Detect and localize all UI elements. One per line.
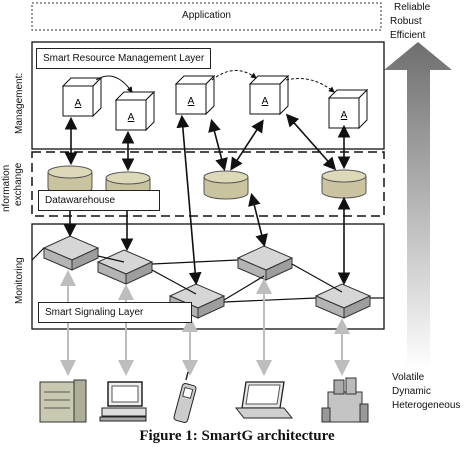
application-box (31, 2, 382, 31)
agent-cube-4 (248, 74, 290, 116)
data-cylinder (321, 169, 367, 199)
quality-heterogeneous: Heterogeneous (392, 400, 461, 411)
sensor-mesh-links (31, 247, 384, 303)
management-layer-title: Smart Resource Management Layer (36, 48, 212, 69)
agent-link (95, 75, 133, 93)
information-side-label-1: nformation (1, 164, 12, 212)
laptop-icon (234, 381, 294, 419)
agent-cube-1 (61, 76, 103, 118)
data-cylinder (203, 170, 249, 200)
agent-letter: A (188, 96, 195, 107)
sensor-node (236, 245, 294, 281)
agent-cube-3 (174, 74, 216, 116)
quality-efficient: Efficient (390, 30, 426, 41)
quality-reliable: Reliable (394, 2, 431, 13)
control-arrows (63, 113, 351, 286)
agent-cube-2 (114, 90, 156, 132)
desktop-computer-icon (99, 381, 147, 422)
quality-dynamic: Dynamic (392, 386, 431, 397)
agent-cube-5 (327, 88, 369, 130)
agent-letter: A (341, 110, 348, 121)
information-side-label-2: exchange (13, 162, 24, 206)
sensor-node (96, 249, 154, 285)
figure-caption: Figure 1: SmartG architecture (139, 428, 335, 444)
management-side-label: Management: (14, 72, 25, 134)
datawarehouse-title: Datawarehouse (38, 190, 160, 211)
agent-link (285, 78, 335, 93)
signaling-layer-title: Smart Signaling Layer (38, 302, 192, 323)
sensor-node (314, 283, 372, 319)
agent-letter: A (128, 112, 135, 123)
mobile-phone-icon (173, 371, 197, 423)
sensor-node (42, 235, 100, 271)
quality-gradient-arrow (384, 42, 452, 370)
quality-robust: Robust (390, 16, 422, 27)
monitoring-side-label: Monitoring (14, 257, 25, 304)
server-icon (39, 379, 87, 423)
application-label: Application (182, 10, 231, 21)
agent-letter: A (262, 96, 269, 107)
quality-volatile: Volatile (392, 372, 425, 383)
agent-letter: A (75, 98, 82, 109)
industrial-machine-icon (321, 377, 369, 423)
